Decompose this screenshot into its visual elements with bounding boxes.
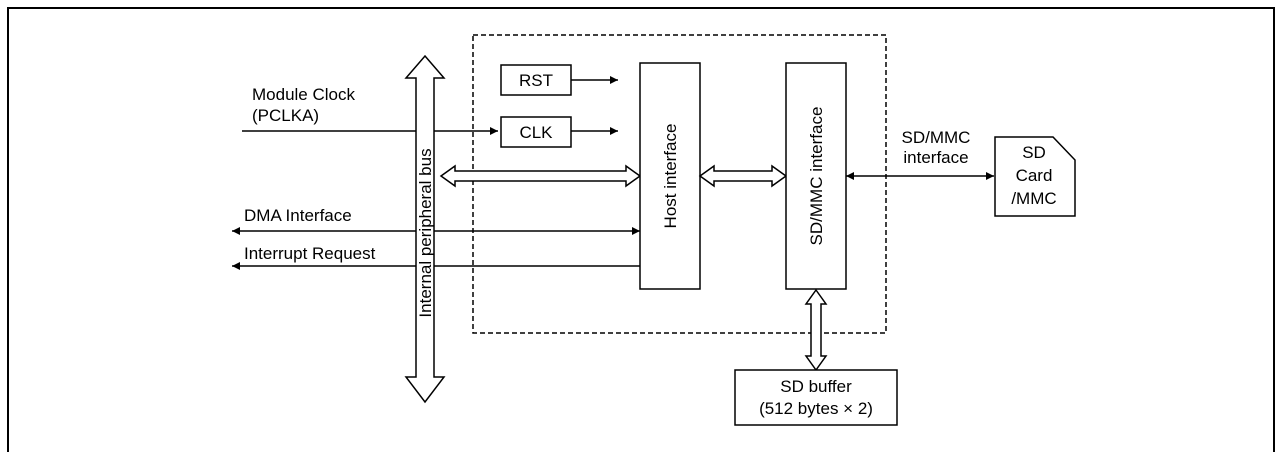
clk-block bbox=[500, 116, 572, 148]
dma-interface-label: DMA Interface bbox=[244, 206, 352, 225]
internal-peripheral-bus-arrow bbox=[404, 54, 446, 404]
sdmmc-to-buffer-arrow bbox=[804, 288, 828, 372]
interrupt-request-label: Interrupt Request bbox=[244, 244, 376, 263]
rst-label: RST bbox=[519, 71, 553, 90]
rst-block bbox=[500, 64, 572, 96]
bus-to-host-arrow bbox=[439, 164, 642, 188]
module-clock-label-1: Module Clock bbox=[252, 85, 355, 104]
sd-card-label-2: Card bbox=[1016, 166, 1053, 185]
host-interface-label: Host interface bbox=[661, 124, 680, 229]
sdmmc-link-label-1: SD/MMC bbox=[902, 128, 971, 147]
module-clock-label-2: (PCLKA) bbox=[252, 106, 319, 125]
sdmmc-link-label-2: interface bbox=[903, 148, 968, 167]
module-boundary bbox=[472, 34, 887, 334]
sdmmc-interface-label: SD/MMC interface bbox=[807, 107, 826, 246]
sd-buffer-label-1: SD buffer bbox=[780, 377, 852, 396]
sd-card-label-1: SD bbox=[1022, 143, 1046, 162]
clk-label: CLK bbox=[519, 123, 553, 142]
sd-buffer-label-2: (512 bytes × 2) bbox=[759, 399, 873, 418]
figure-frame bbox=[7, 7, 1275, 452]
sd-buffer-block bbox=[734, 369, 898, 426]
sd-card-shape bbox=[994, 136, 1076, 217]
internal-peripheral-bus-label: Internal peripheral bus bbox=[416, 148, 435, 317]
sd-card-label-3: /MMC bbox=[1011, 189, 1056, 208]
host-to-sdmmc-arrow bbox=[698, 164, 788, 188]
